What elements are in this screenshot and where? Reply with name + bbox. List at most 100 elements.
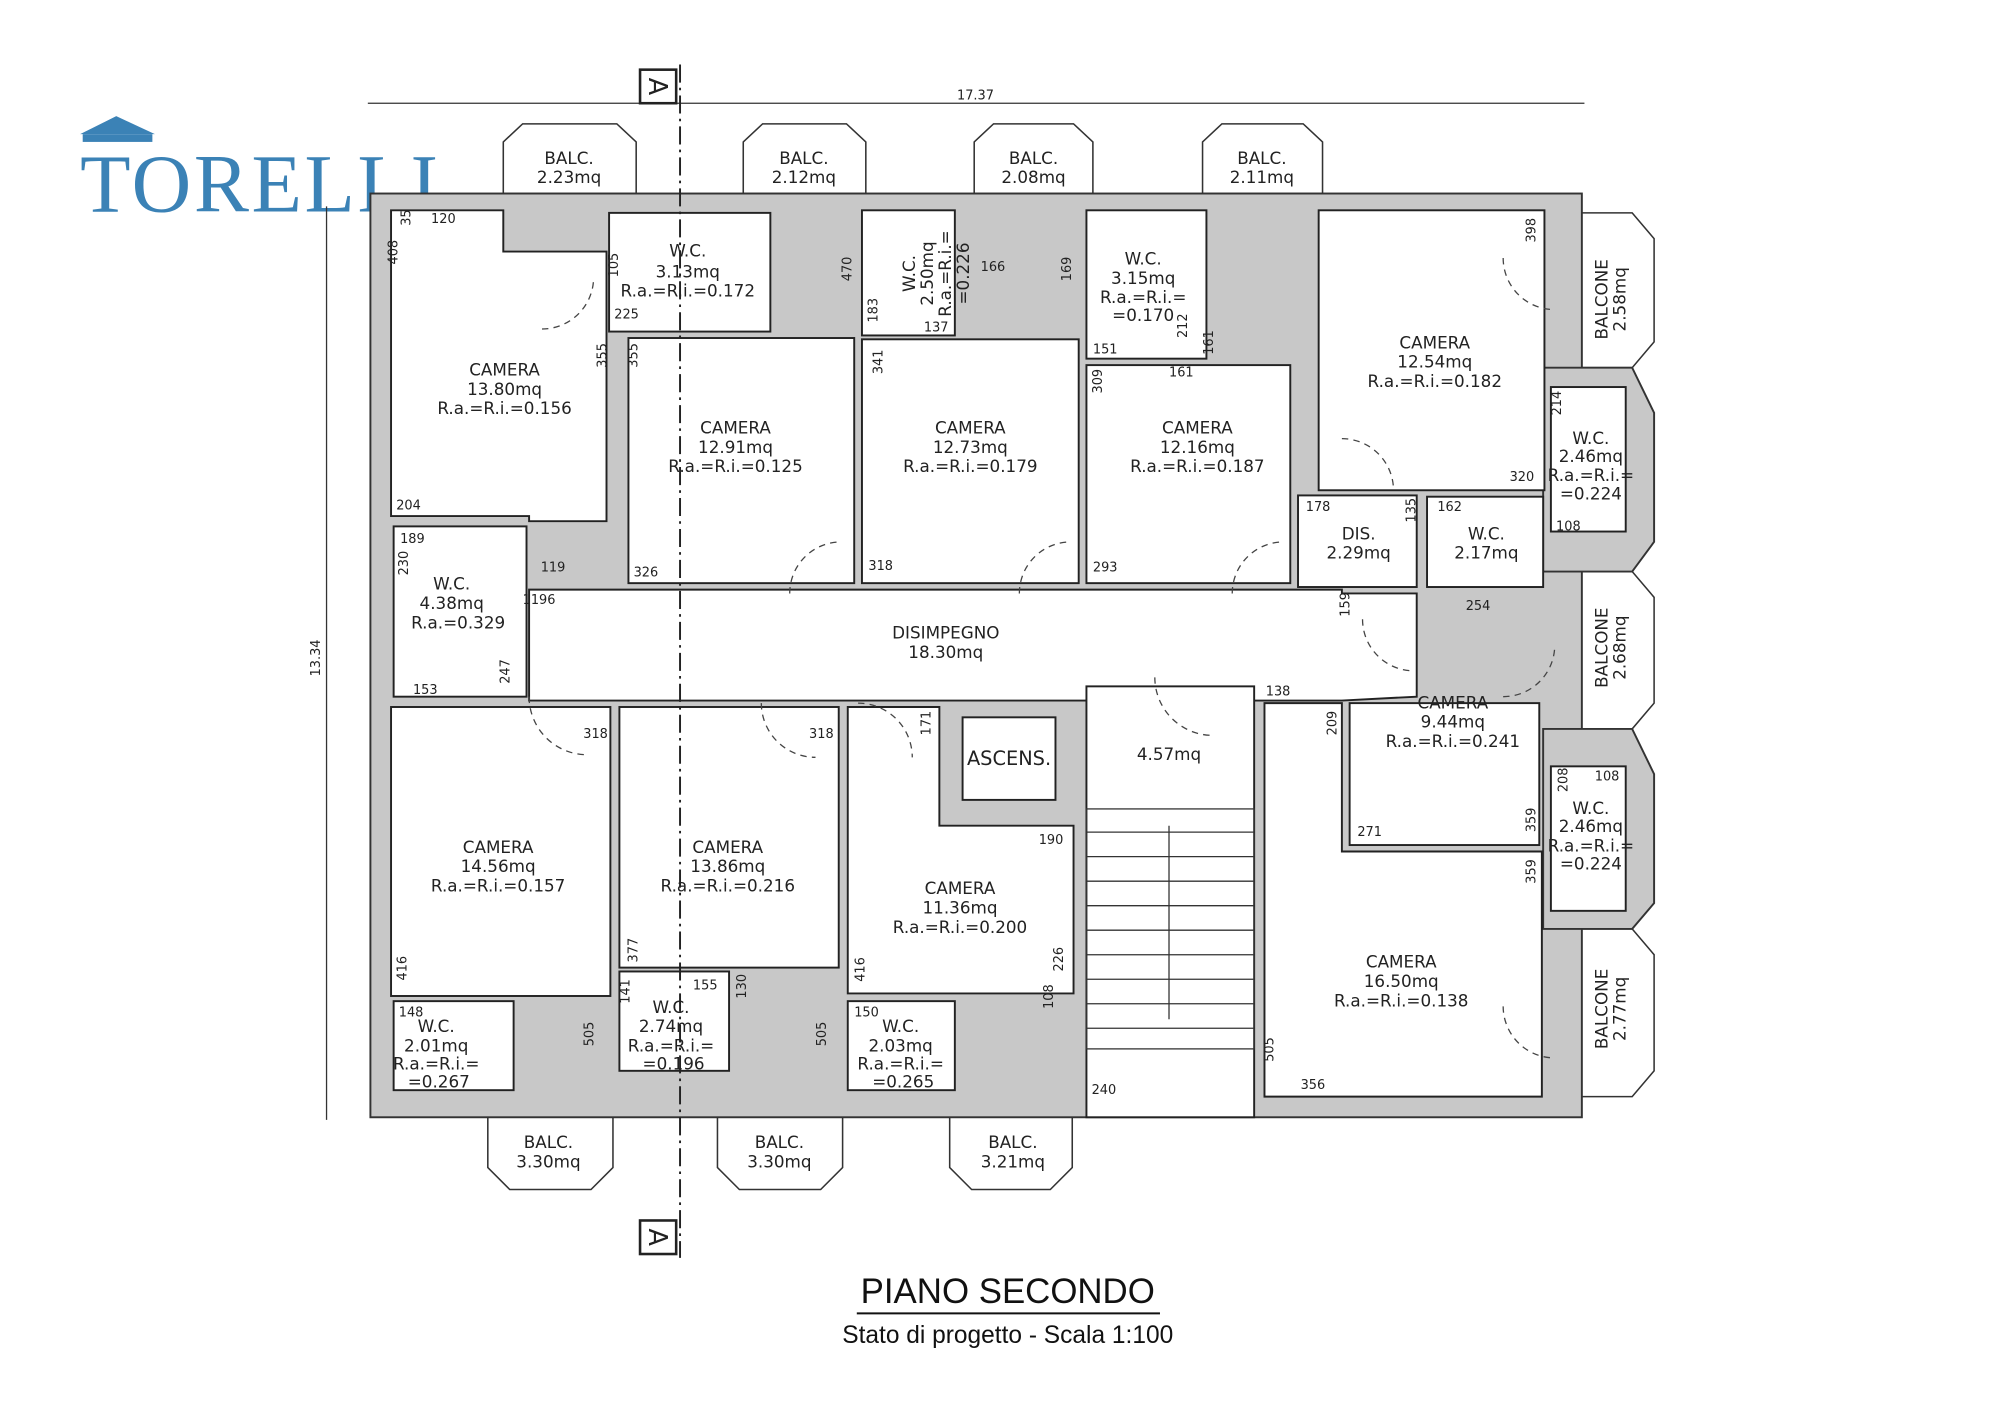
name-label: CAMERA bbox=[1399, 332, 1470, 352]
dimension-label: 225 bbox=[614, 308, 639, 323]
dimension-label: 355 bbox=[626, 343, 641, 368]
room-wc-5: W.C.2.17mq bbox=[1454, 523, 1518, 562]
dimension-label: 230 bbox=[397, 551, 412, 576]
dimension-label: 416 bbox=[854, 957, 869, 982]
dimension-label: 355 bbox=[596, 343, 611, 368]
area-label: 2.08mq bbox=[1001, 167, 1065, 187]
dimension-label: 159 bbox=[1339, 592, 1354, 617]
room-dis: DIS.2.29mq bbox=[1327, 523, 1391, 562]
area-label: 13.86mq bbox=[690, 856, 765, 876]
dimension-label: 293 bbox=[1093, 561, 1118, 576]
ratio-label: =0.224 bbox=[1560, 854, 1622, 874]
dimension-label: 247 bbox=[499, 659, 514, 684]
area-label: 2.11mq bbox=[1230, 167, 1294, 187]
dimension-label: 505 bbox=[1263, 1037, 1278, 1062]
name-label: DIS. bbox=[1342, 523, 1376, 543]
dimension-label: 161 bbox=[1202, 330, 1217, 355]
name-label: W.C. bbox=[882, 1016, 919, 1036]
dimension-label: 416 bbox=[396, 956, 411, 981]
name-label: W.C. bbox=[1468, 523, 1505, 543]
ratio-label: R.a.=R.i.= bbox=[1100, 287, 1186, 307]
name-label: W.C. bbox=[433, 574, 470, 594]
staircase bbox=[1085, 808, 1255, 1050]
name-label: W.C. bbox=[669, 241, 706, 261]
section-line: A A bbox=[638, 64, 682, 1258]
area-label: 2.50mq bbox=[917, 241, 937, 305]
dimension-label: 178 bbox=[1306, 500, 1331, 515]
name-label: W.C. bbox=[899, 255, 919, 292]
name-label: DISIMPEGNO bbox=[892, 623, 999, 643]
dimension-label: 505 bbox=[815, 1022, 830, 1047]
dimension-label: 148 bbox=[399, 1006, 424, 1021]
name-label: BALCONE bbox=[1592, 969, 1612, 1049]
area-label: 9.44mq bbox=[1421, 712, 1485, 732]
dimension-label: 161 bbox=[1169, 366, 1194, 381]
overall-height-dimension: 13.34 bbox=[309, 206, 328, 1120]
ratio-label: R.a.=R.i.= bbox=[1548, 465, 1634, 485]
ratio-label: R.a.=R.i.=0.187 bbox=[1130, 456, 1264, 476]
dimension-label: 183 bbox=[866, 298, 881, 323]
name-label: CAMERA bbox=[463, 837, 534, 857]
dimension-label: 356 bbox=[1301, 1078, 1326, 1093]
area-label: 12.73mq bbox=[933, 437, 1008, 457]
room-ascensore: ASCENS. bbox=[967, 747, 1051, 770]
dimension-label: 318 bbox=[868, 559, 893, 574]
area-label: 16.50mq bbox=[1364, 971, 1439, 991]
dimension-label: 108 bbox=[1595, 770, 1620, 785]
ratio-label: R.a.=R.i.=0.200 bbox=[893, 917, 1027, 937]
dimension-label: 189 bbox=[400, 532, 425, 547]
dimension-label: 108 bbox=[1556, 519, 1581, 534]
ratio-label: R.a.=R.i.=0.179 bbox=[903, 456, 1037, 476]
dimension-label: 108 bbox=[1042, 984, 1057, 1009]
area-label: 2.46mq bbox=[1559, 816, 1623, 836]
dimension-label: 137 bbox=[924, 321, 949, 336]
balcony-labels: BALC.2.23mq BALC.2.12mq BALC.2.08mq BALC… bbox=[516, 148, 1629, 1172]
name-label: W.C. bbox=[1572, 798, 1609, 818]
area-label: 2.03mq bbox=[869, 1035, 933, 1055]
dimension-label: 271 bbox=[1357, 825, 1382, 840]
area-label: 2.58mq bbox=[1610, 267, 1630, 331]
ratio-label: R.a.=R.i.= bbox=[1548, 835, 1634, 855]
area-label: 3.15mq bbox=[1111, 268, 1175, 288]
area-label: 13.80mq bbox=[467, 379, 542, 399]
dimension-label: 166 bbox=[981, 260, 1006, 275]
area-label: 14.56mq bbox=[461, 856, 536, 876]
name-label: A bbox=[642, 1228, 672, 1246]
area-label: 2.29mq bbox=[1327, 543, 1391, 563]
dimension-label: 398 bbox=[1524, 218, 1539, 243]
name-label: CAMERA bbox=[935, 417, 1006, 437]
dimension-label: 470 bbox=[841, 257, 856, 282]
drawing-subtitle: Stato di progetto - Scala 1:100 bbox=[842, 1322, 1173, 1349]
name-label: BALCONE bbox=[1592, 259, 1612, 339]
dimension-label: 150 bbox=[854, 1006, 879, 1021]
ratio-label: =0.224 bbox=[1560, 483, 1622, 503]
name-label: CAMERA bbox=[469, 359, 540, 379]
balcony-9: BALC.3.30mq bbox=[747, 1132, 811, 1171]
dimension-label: 240 bbox=[1092, 1083, 1117, 1098]
dimension-label: 204 bbox=[396, 499, 421, 514]
balcony-10: BALC.3.21mq bbox=[981, 1132, 1045, 1171]
dimension-label: 208 bbox=[1557, 768, 1572, 793]
area-label: 4.38mq bbox=[420, 593, 484, 613]
balcony-8: BALC.3.30mq bbox=[516, 1132, 580, 1171]
balcony-4: BALC.2.11mq bbox=[1230, 148, 1294, 187]
dimension-label: 408 bbox=[387, 240, 402, 265]
ratio-label: =0.265 bbox=[872, 1072, 934, 1092]
ratio-label: =0.267 bbox=[408, 1072, 470, 1092]
name-label: BALCONE bbox=[1592, 607, 1612, 687]
ratio-label: R.a.=R.i.=0.172 bbox=[621, 281, 755, 301]
ratio-label: R.a.=R.i.= bbox=[393, 1054, 479, 1074]
area-label: 3.30mq bbox=[516, 1152, 580, 1172]
dimension-label: 35 bbox=[399, 209, 414, 225]
